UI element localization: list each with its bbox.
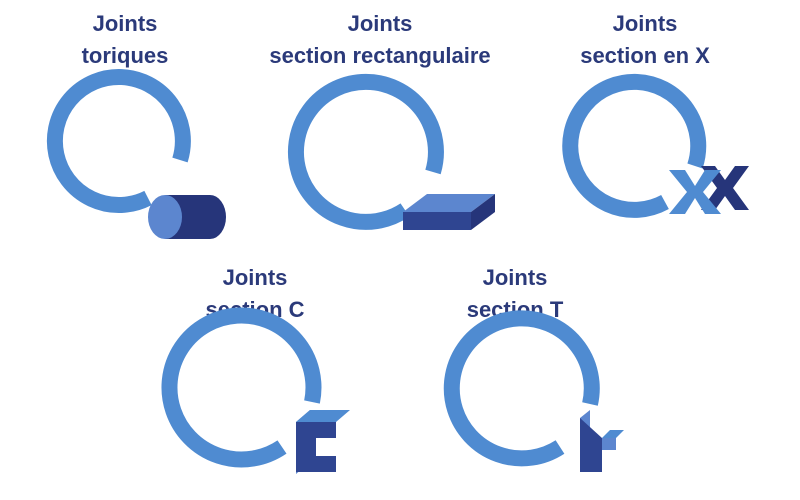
x-seal-icon — [562, 73, 749, 218]
ring-arc — [287, 73, 444, 230]
title-line1: Joints — [347, 11, 413, 36]
c-top — [296, 410, 350, 422]
title-line2: section rectangulaire — [269, 43, 491, 68]
title-line1: Joints — [92, 11, 158, 36]
o-ring-icon — [46, 69, 226, 239]
rect-top — [403, 194, 495, 212]
title-toriques: Joints toriques — [30, 8, 220, 72]
title-line2: section en X — [580, 43, 710, 68]
title-line1: Joints — [222, 265, 288, 290]
title-line1: Joints — [482, 265, 548, 290]
ring-arc — [46, 69, 191, 213]
c-front — [296, 422, 336, 472]
title-x: Joints section en X — [545, 8, 745, 72]
title-line2: toriques — [81, 43, 169, 68]
ring-arc — [562, 73, 707, 218]
t-front — [580, 418, 602, 472]
title-line1: Joints — [612, 11, 678, 36]
rect-side — [471, 194, 495, 230]
ring-arc — [161, 307, 322, 468]
x-front — [669, 170, 721, 214]
t-flange — [602, 438, 616, 450]
rect-front — [403, 212, 471, 230]
rectangular-seal-icon — [287, 73, 495, 230]
t-seal-icon — [443, 310, 624, 472]
t-flange-top — [602, 430, 624, 438]
title-rectangulaire: Joints section rectangulaire — [245, 8, 515, 72]
ring-arc — [443, 310, 600, 467]
torus-body — [165, 195, 226, 239]
c-seal-icon — [161, 307, 350, 474]
torus-face — [148, 195, 182, 239]
